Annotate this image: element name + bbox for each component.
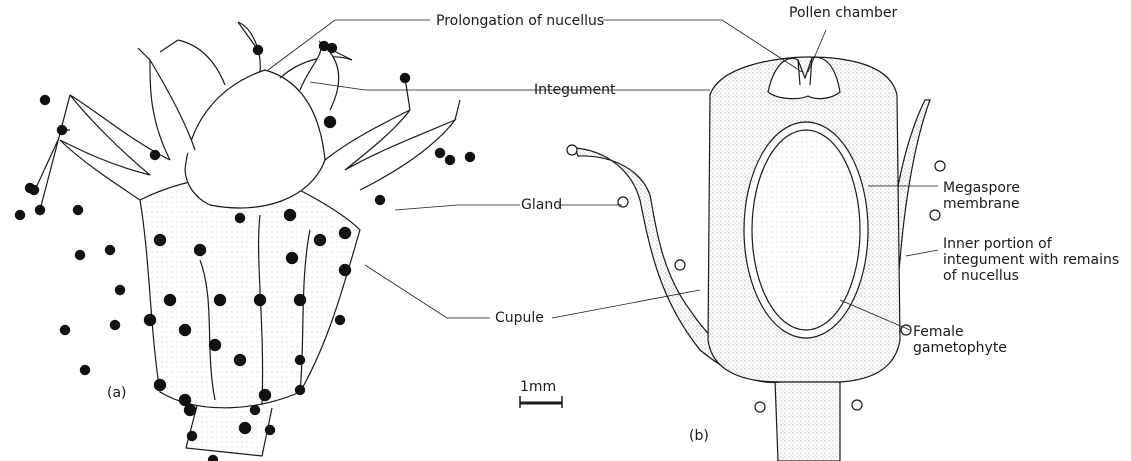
- label-gland: Gland: [521, 197, 562, 213]
- female-gametophyte: [752, 130, 860, 330]
- label-cupule: Cupule: [495, 310, 544, 326]
- label-pollen-chamber: Pollen chamber: [789, 5, 897, 21]
- ovule-section-b: [567, 57, 945, 461]
- section-stalk: [775, 380, 840, 461]
- label-prolongation-of-nucellus: Prolongation of nucellus: [436, 13, 604, 29]
- cupule-body: [140, 176, 360, 408]
- label-integument: Integument: [534, 82, 615, 98]
- label-megaspore-membrane: Megaspore membrane: [943, 180, 1073, 212]
- scale-bar: [520, 396, 562, 408]
- label-panel-b: (b): [689, 428, 709, 444]
- label-panel-a: (a): [107, 385, 127, 401]
- label-scale-bar: 1mm: [520, 379, 556, 395]
- cupule-drawing-a: [35, 22, 460, 456]
- label-female-gametophyte: Female gametophyte: [913, 324, 1033, 356]
- label-inner-portion-of-integument: Inner portion of integument with remains…: [943, 236, 1128, 284]
